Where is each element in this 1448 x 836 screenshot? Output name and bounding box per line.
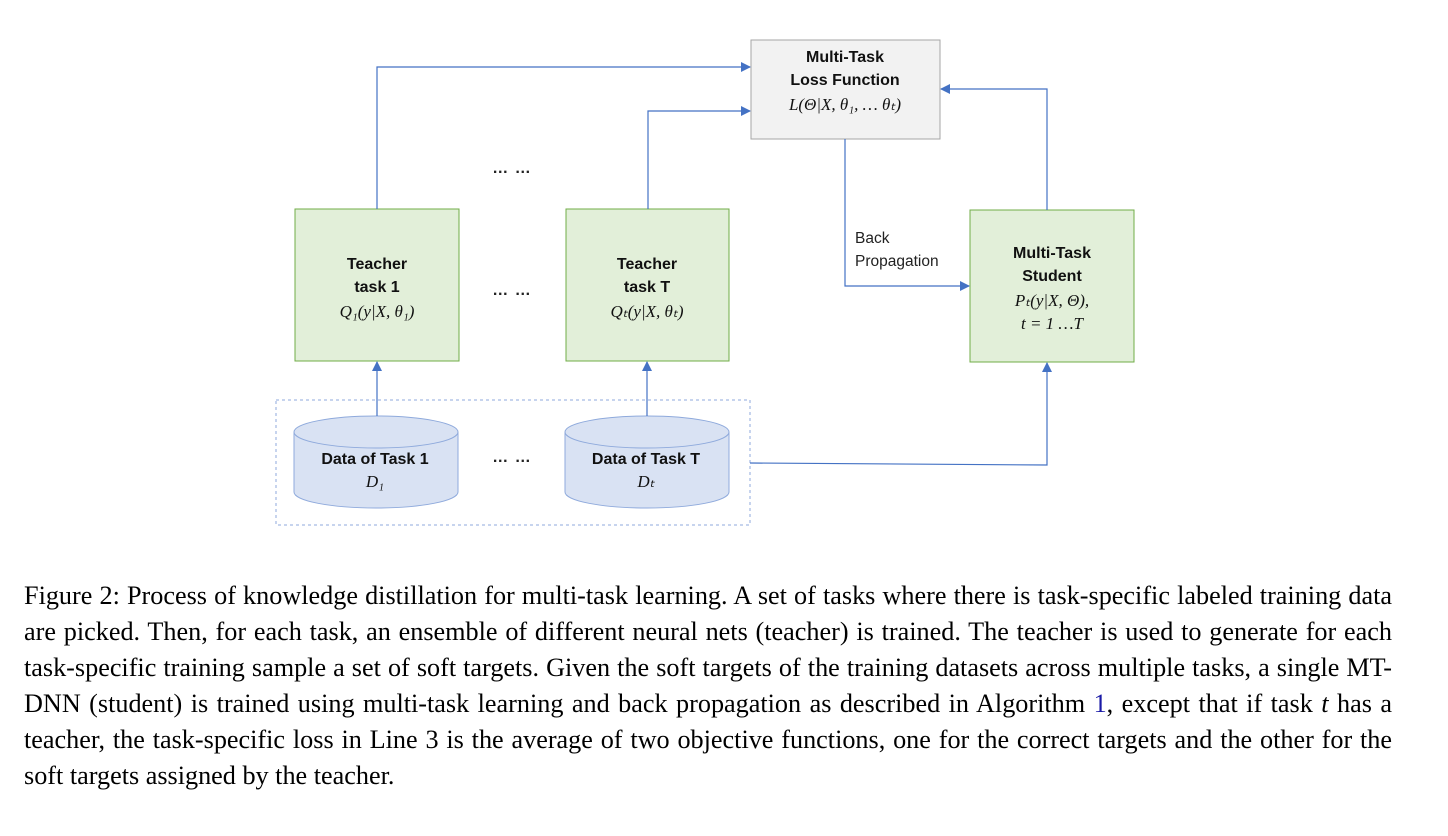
loss-formula: L(Θ|X, θ₁, … θₜ) [788, 95, 901, 114]
data-task1-title: Data of Task 1 [321, 451, 428, 468]
caption-task-variable: t [1321, 689, 1329, 718]
student-title-line2: Student [1022, 268, 1082, 285]
data-taskT-formula: Dₜ [636, 472, 655, 491]
student-box: Multi-Task Student Pₜ(y|X, Θ), t = 1 …T [969, 209, 1135, 363]
algorithm-reference-link[interactable]: 1 [1093, 689, 1107, 718]
teacherT-title-line1: Teacher [617, 256, 677, 273]
data-taskT-cylinder: Data of Task T Dₜ [564, 415, 730, 509]
teacher1-formula: Q₁(y|X, θ₁) [340, 302, 415, 321]
caption-text-part2: , except that if task [1106, 689, 1322, 718]
student-title-line1: Multi-Task [1013, 245, 1091, 262]
ellipsis-top: … … [492, 160, 531, 177]
loss-title-line2: Loss Function [790, 72, 899, 89]
loss-title-line1: Multi-Task [806, 49, 884, 66]
ellipsis-middle: … … [492, 282, 531, 299]
backprop-label-line1: Back [855, 230, 890, 247]
distillation-diagram: Data of Task 1 D₁ Data of Task T Dₜ Teac… [275, 39, 1135, 526]
caption-text-part3: has a teacher, the task-specific loss in… [24, 689, 1392, 790]
student-formula-line2: t = 1 …T [1021, 314, 1085, 333]
data-task1-formula: D₁ [365, 472, 384, 491]
teacher1-title-line2: task 1 [354, 279, 399, 296]
data-group-container [275, 399, 751, 526]
teacherT-title-line2: task T [624, 279, 670, 296]
ellipsis-bottom: … … [492, 449, 531, 466]
data-taskT-title: Data of Task T [592, 451, 700, 468]
arrow-data-to-student [749, 362, 1052, 466]
arrow-teacherT-to-loss [647, 106, 751, 209]
backprop-label-line2: Propagation [855, 253, 939, 270]
teacher1-title-line1: Teacher [347, 256, 407, 273]
teacher-taskT-box: Teacher task T Qₜ(y|X, θₜ) [565, 208, 730, 362]
figure-caption: Figure 2: Process of knowledge distillat… [24, 578, 1392, 794]
data-task1-cylinder: Data of Task 1 D₁ [293, 415, 459, 509]
arrow-backprop-to-student [844, 139, 970, 291]
teacherT-formula: Qₜ(y|X, θₜ) [610, 302, 683, 321]
caption-text-part1: Figure 2: Process of knowledge distillat… [24, 581, 1392, 718]
loss-function-box: Multi-Task Loss Function L(Θ|X, θ₁, … θₜ… [750, 39, 941, 140]
teacher-task1-box: Teacher task 1 Q₁(y|X, θ₁) [294, 208, 460, 362]
arrow-teacher1-to-loss [376, 62, 751, 209]
student-formula-line1: Pₜ(y|X, Θ), [1014, 291, 1089, 310]
arrow-student-to-loss [940, 84, 1048, 210]
